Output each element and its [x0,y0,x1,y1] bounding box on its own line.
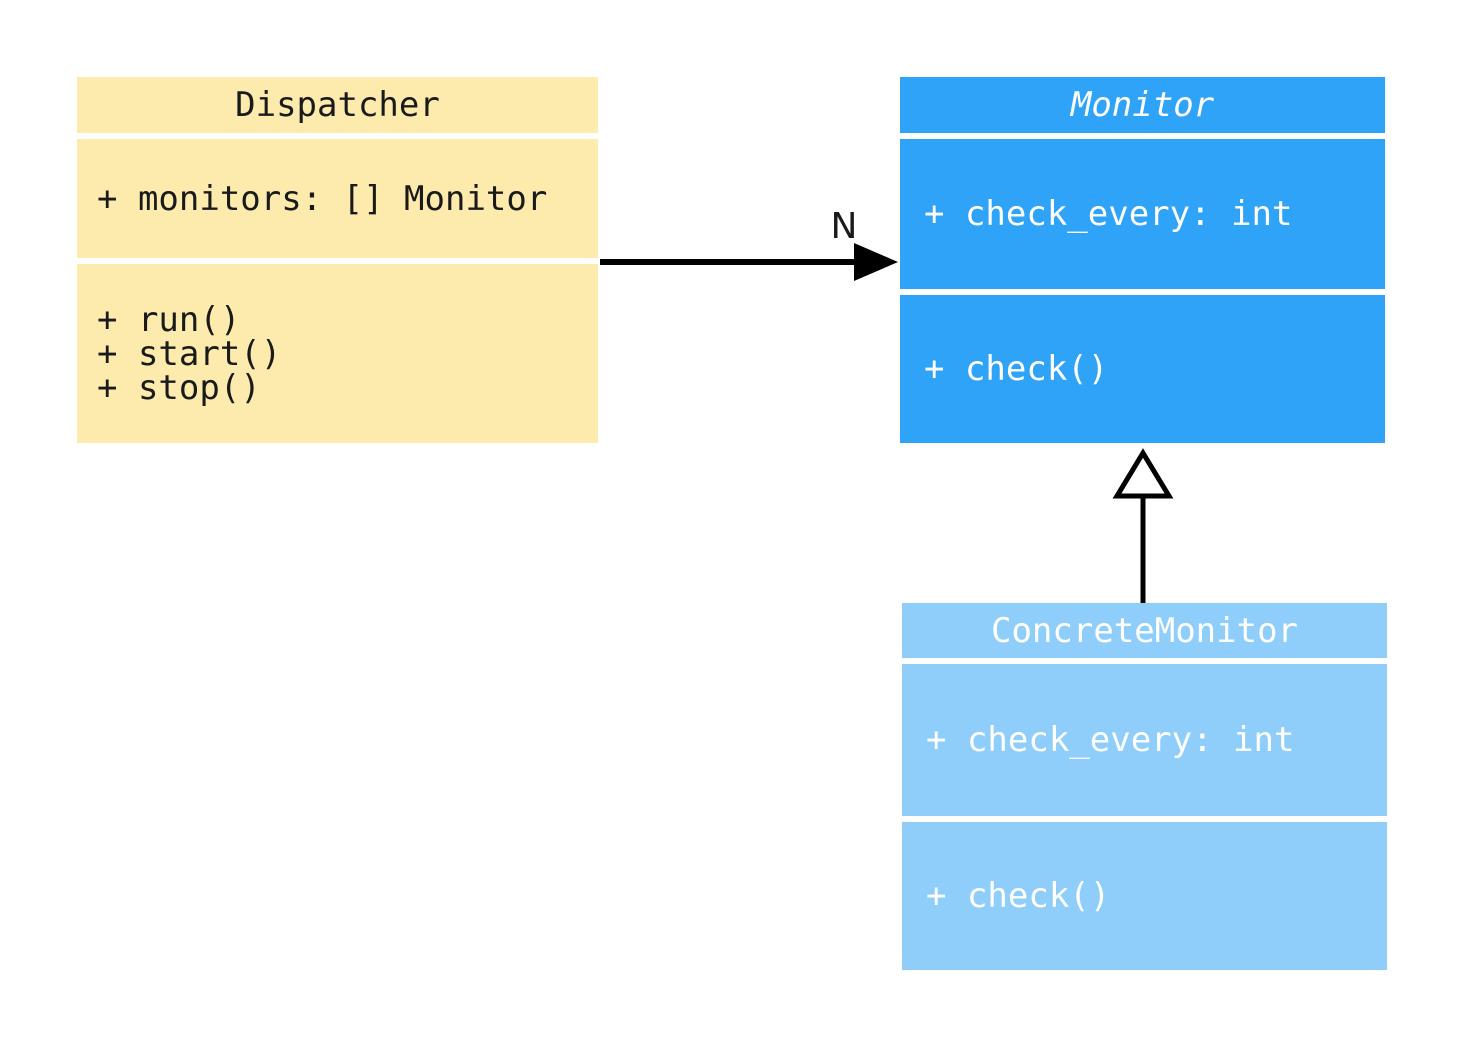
class-methods-section: + run() + start() + stop() [77,264,598,443]
association-multiplicity-label: N [830,206,858,247]
class-box-dispatcher: Dispatcher + monitors: [] Monitor + run(… [77,77,598,443]
class-attribute: + monitors: [] Monitor [97,178,548,219]
class-title-section: ConcreteMonitor [902,603,1387,658]
class-method: + check() [926,876,1111,916]
association-arrowhead-icon [854,243,898,281]
class-name: Dispatcher [235,85,440,125]
association-arrow [600,243,898,281]
class-attributes-section: + monitors: [] Monitor [77,139,598,258]
class-title-section: Dispatcher [77,77,598,133]
class-attributes-section: + check_every: int [902,664,1387,816]
class-attributes-section: + check_every: int [900,139,1385,289]
class-methods-section: + check() [900,295,1385,443]
class-name: Monitor [1070,85,1215,125]
class-method: + stop() [97,367,261,408]
class-method: + run() [97,299,241,340]
class-attribute: + check_every: int [926,720,1295,760]
class-method: + check() [924,349,1109,389]
class-box-monitor: Monitor + check_every: int + check() [900,77,1385,443]
class-method: + start() [97,333,282,374]
class-attribute: + check_every: int [924,194,1293,234]
inheritance-triangle-icon [1112,448,1174,499]
class-title-section: Monitor [900,77,1385,133]
class-box-concrete-monitor: ConcreteMonitor + check_every: int + che… [902,603,1387,970]
class-name: ConcreteMonitor [990,610,1299,651]
inheritance-arrow [1112,448,1174,603]
class-methods-section: + check() [902,822,1387,970]
